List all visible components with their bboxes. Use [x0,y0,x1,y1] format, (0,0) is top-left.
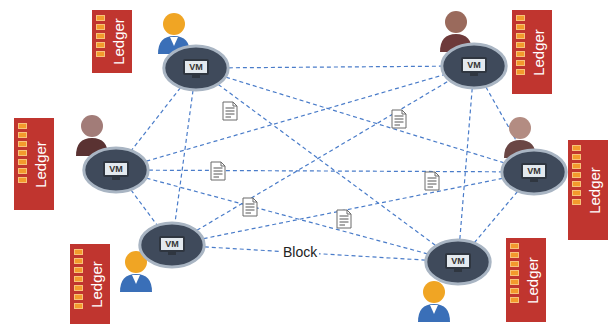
ledger-entry [74,294,83,300]
ledger-entry [516,33,525,39]
ledger-bar: Ledger [92,10,132,73]
user-figure [418,281,450,322]
ledger-entry [510,270,519,276]
ledger-bar: Ledger [512,10,552,94]
block-document [211,162,225,180]
ledger-label: Ledger [586,167,603,214]
ledger-entry [74,285,83,291]
monitor-stand [168,252,176,255]
ledger-entry [572,145,581,151]
ledger-entry [96,15,105,21]
monitor-screen: VM [103,161,129,177]
ledger-entry [74,276,83,282]
ledger-entry [18,141,27,147]
ledger-entry [96,42,105,48]
vm-label: VM [165,239,179,249]
network-link [460,89,472,240]
ledger-entry [18,150,27,156]
ledger-entry [18,177,27,183]
network-link [132,88,181,150]
ledger-entry [572,154,581,160]
vm-label: VM [451,256,465,266]
ledger-entry [572,172,581,178]
network-link [204,178,503,238]
monitor-stand [530,179,538,182]
monitor-screen: VM [445,253,471,269]
ledger-entry [516,51,525,57]
ledger-entry [96,33,105,39]
ledger-entry [510,297,519,303]
monitor-stand [192,75,200,78]
network-link [131,190,157,225]
ledger-entry [516,42,525,48]
ledger-entry [510,261,519,267]
ledger-label: Ledger [524,257,541,304]
ledger-entry [18,132,27,138]
monitor-stand [112,177,120,180]
network-link [149,170,501,172]
monitor-stand [454,269,462,272]
block-document [425,172,439,190]
ledger-entry [572,163,581,169]
ledger-entry [572,199,581,205]
monitor-stand [470,73,478,76]
monitor-screen: VM [159,236,185,252]
ledger-entry [516,60,525,66]
computer-node: VM [81,145,151,195]
ledger-entry [516,69,525,75]
vm-label: VM [527,166,541,176]
block-document [243,198,257,216]
computer-node: VM [161,43,231,93]
ledger-entry [74,249,83,255]
computer-node: VM [137,220,207,270]
ledger-label: Ledger [32,141,49,188]
computer-node: VM [423,237,493,287]
monitor-screen: VM [521,163,547,179]
ledger-entry [18,123,27,129]
vm-label: VM [189,62,203,72]
ledger-entry [510,279,519,285]
ledger-entry [510,288,519,294]
caption-label: Block [281,244,319,260]
vm-label: VM [109,164,123,174]
network-link [475,192,518,243]
block-document [392,110,406,128]
ledger-entry [96,24,105,30]
ledger-entry [74,267,83,273]
ledger-entry [510,252,519,258]
ledger-bar: Ledger [568,140,608,240]
network-link [229,66,441,68]
ledger-label: Ledger [110,18,127,65]
ledger-entry [74,303,83,309]
block-document [223,102,237,120]
computer-node: VM [439,41,509,91]
ledger-entry [96,51,105,57]
monitor-screen: VM [461,57,487,73]
ledger-bar: Ledger [14,118,54,210]
network-link [226,77,504,163]
network-link [197,81,449,231]
ledger-entry [510,243,519,249]
ledger-entry [516,15,525,21]
ledger-bar: Ledger [70,244,110,324]
network-link [175,90,193,222]
block-document [337,210,351,228]
ledger-entry [572,190,581,196]
ledger-entry [516,24,525,30]
ledger-entry [18,168,27,174]
monitor-screen: VM [183,59,209,75]
ledger-entry [74,258,83,264]
ledger-bar: Ledger [506,238,546,322]
ledger-label: Ledger [88,261,105,308]
vm-label: VM [467,60,481,70]
computer-node: VM [499,147,569,197]
ledger-entry [18,159,27,165]
ledger-entry [572,181,581,187]
ledger-label: Ledger [530,29,547,76]
